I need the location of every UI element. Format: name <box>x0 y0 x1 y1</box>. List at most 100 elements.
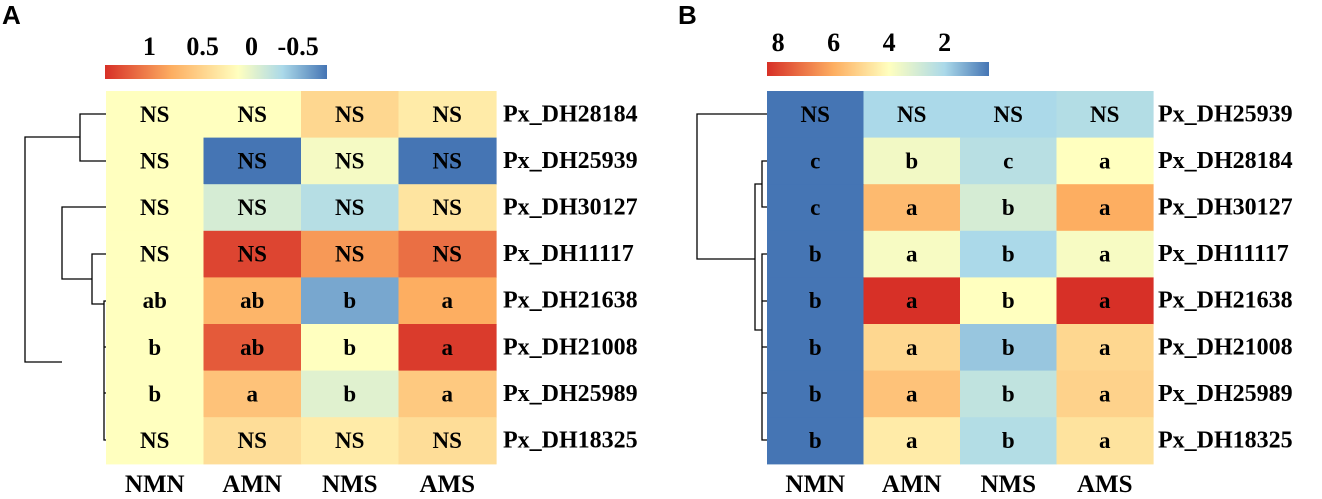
heatmap-cell <box>1056 370 1154 418</box>
heatmap-cell <box>767 91 865 139</box>
column-label: AMS <box>1077 471 1133 498</box>
cell-label: b <box>809 381 822 406</box>
cell-label: a <box>1099 335 1111 360</box>
cell-label: ab <box>240 288 264 313</box>
cell-label: b <box>809 428 822 453</box>
column-label: AMN <box>222 471 282 498</box>
heatmap-cell <box>960 277 1058 325</box>
column-label: NMS <box>322 471 378 498</box>
column-label: NMS <box>980 471 1036 498</box>
heatmap-cell <box>863 324 961 372</box>
heatmap-cell <box>863 277 961 325</box>
heatmap-cell <box>1056 91 1154 139</box>
heatmap-cell <box>398 137 497 185</box>
heatmap-cell <box>203 370 302 418</box>
heatmap-cell <box>960 370 1058 418</box>
cell-label: a <box>1099 288 1111 313</box>
cell-label: b <box>343 381 356 406</box>
column-label: AMS <box>419 471 475 498</box>
row-label: Px_DH25939 <box>1158 101 1293 127</box>
heatmap-cell <box>398 417 497 465</box>
cell-label: NS <box>238 102 267 127</box>
cell-label: a <box>1099 148 1111 173</box>
legend-tick-label: 6 <box>827 28 840 57</box>
cell-label: a <box>442 288 454 313</box>
cell-label: NS <box>1090 102 1119 127</box>
cell-label: NS <box>433 242 462 267</box>
cell-label: NS <box>335 195 364 220</box>
heatmap-cell <box>106 230 205 278</box>
heatmap-cell <box>960 91 1058 139</box>
cell-label: a <box>906 428 918 453</box>
legend-tick-label: 0.5 <box>186 32 219 61</box>
heatmap-cell <box>301 277 400 325</box>
cell-label: NS <box>994 102 1023 127</box>
legend-ticks-b: 8 6 4 2 <box>772 28 952 57</box>
heatmap-cell <box>767 137 865 185</box>
column-label: NMN <box>125 471 185 498</box>
heatmap-cell <box>767 184 865 232</box>
heatmap-cell <box>398 91 497 139</box>
panel-letter-a: A <box>2 0 21 30</box>
heatmap-cell <box>203 137 302 185</box>
cell-label: b <box>343 288 356 313</box>
cell-label: c <box>810 195 820 220</box>
cell-label: a <box>442 381 454 406</box>
cell-label: a <box>442 335 454 360</box>
heatmap-cell <box>106 370 205 418</box>
heatmap-cell <box>301 370 400 418</box>
color-legend-bar-b <box>767 62 989 76</box>
heatmap-cell <box>1056 417 1154 465</box>
cell-label: a <box>906 335 918 360</box>
cell-label: NS <box>335 102 364 127</box>
legend-tick-label: -0.5 <box>278 32 319 61</box>
heatmap-cell <box>106 277 205 325</box>
heatmap-cell <box>1056 137 1154 185</box>
heatmap-cell <box>863 184 961 232</box>
cell-label: a <box>247 381 259 406</box>
cell-label: b <box>809 242 822 267</box>
heatmap-cell <box>863 417 961 465</box>
cell-label: b <box>148 381 161 406</box>
legend-tick-label: 2 <box>938 28 951 57</box>
cell-label: NS <box>238 148 267 173</box>
heatmap-cell <box>767 370 865 418</box>
row-label: Px_DH28184 <box>503 101 638 127</box>
cell-label: NS <box>801 102 830 127</box>
dendrogram-b <box>696 113 767 441</box>
legend-tick-label: 4 <box>883 28 896 57</box>
cell-label: NS <box>140 148 169 173</box>
heatmap-cell <box>203 277 302 325</box>
heatmap-cell <box>767 277 865 325</box>
cell-label: ab <box>143 288 167 313</box>
heatmap-cell <box>301 184 400 232</box>
heatmap-cell <box>767 230 865 278</box>
cell-label: NS <box>140 102 169 127</box>
legend-tick-label: 1 <box>143 32 156 61</box>
dendrogram-a <box>24 113 106 441</box>
heatmap-cell <box>960 324 1058 372</box>
heatmap-cell <box>398 230 497 278</box>
row-label: Px_DH30127 <box>503 195 638 221</box>
cell-label: NS <box>140 428 169 453</box>
row-label: Px_DH18325 <box>1158 428 1293 454</box>
cell-label: a <box>1099 428 1111 453</box>
legend-tick-label: 8 <box>772 28 785 57</box>
heatmap-cell <box>203 184 302 232</box>
cell-label: a <box>906 288 918 313</box>
heatmap-cell <box>398 184 497 232</box>
heatmap-cell <box>863 91 961 139</box>
heatmap-cell <box>106 137 205 185</box>
heatmap-cell <box>1056 277 1154 325</box>
row-label: Px_DH21638 <box>1158 288 1293 314</box>
cell-label: NS <box>335 148 364 173</box>
cell-label: NS <box>433 195 462 220</box>
heatmap-cell <box>301 91 400 139</box>
cell-label: NS <box>433 428 462 453</box>
heatmap-cell <box>301 324 400 372</box>
heatmap-cell <box>960 184 1058 232</box>
heatmap-cell <box>960 230 1058 278</box>
heatmap-cell <box>767 324 865 372</box>
heatmap-cell <box>767 417 865 465</box>
cell-label: a <box>1099 195 1111 220</box>
